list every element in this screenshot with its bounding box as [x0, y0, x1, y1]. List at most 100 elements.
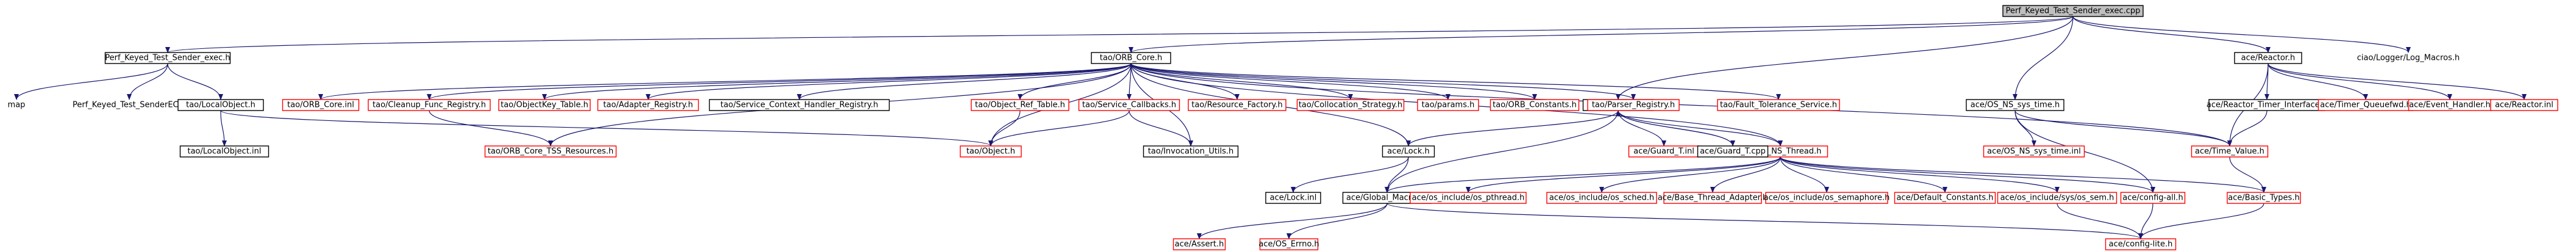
edge-os_ns_sys_time_h-to-time_value: [2014, 110, 2232, 147]
node-label: ace/os_include/os_pthread.h: [1412, 194, 1525, 203]
node-basic-types[interactable]: ace/Basic_Types.h: [2227, 192, 2301, 204]
node-config-all[interactable]: ace/config-all.h: [2120, 192, 2186, 204]
node-label: ace/Guard_T.inl: [1633, 147, 1694, 156]
node-label: ace/Timer_Queuefwd.h: [2320, 101, 2411, 110]
edge-orb_core_h-to-parser_registry: [1130, 63, 1636, 100]
node-box: [2490, 99, 2558, 111]
node-collocation-strategy[interactable]: tao/Collocation_Strategy.h: [1296, 99, 1405, 111]
node-reactor-inl[interactable]: ace/Reactor.inl: [2490, 99, 2558, 111]
node-os-ns-sys-time-inl[interactable]: ace/OS_NS_sys_time.inl: [1983, 145, 2085, 158]
node-root[interactable]: Perf_Keyed_Test_Sender_exec.cpp: [2002, 5, 2144, 17]
node-timer-queuefwd[interactable]: ace/Timer_Queuefwd.h: [2317, 99, 2414, 111]
node-sys-os-sem[interactable]: ace/os_include/sys/os_sem.h: [1997, 192, 2118, 204]
edge-os_ns_thread-to-default_constants: [1780, 156, 1947, 193]
edge-orb_core_h-to-objectkey_table: [542, 63, 1132, 100]
edge-guard_t_cpp-to-guard_t_h: [1616, 110, 1733, 147]
node-orb-core-tss[interactable]: tao/ORB_Core_TSS_Resources.h: [484, 145, 617, 158]
node-adapter-registry[interactable]: tao/Adapter_Registry.h: [597, 99, 699, 111]
node-label: ace/Reactor.inl: [2495, 101, 2553, 110]
node-fault-tolerance[interactable]: tao/Fault_Tolerance_Service.h: [1717, 99, 1840, 111]
edge-config_all-to-config_lite: [2138, 203, 2153, 239]
node-box: [177, 99, 264, 111]
edge-basic_types-to-config_lite: [2138, 203, 2264, 239]
edge-root-to-guard_t_h: [1616, 16, 2074, 100]
node-orb-constants[interactable]: tao/ORB_Constants.h: [1490, 99, 1580, 111]
node-log-macros: ciao/Logger/Log_Macros.h: [2357, 54, 2460, 63]
node-layer: Perf_Keyed_Test_Sender_exec.cppPerf_Keye…: [8, 5, 2558, 250]
node-guard-t-inl[interactable]: ace/Guard_T.inl: [1628, 145, 1700, 158]
node-service-context[interactable]: tao/Service_Context_Handler_Registry.h: [708, 99, 890, 111]
node-label: ace/config-lite.h: [2109, 240, 2173, 249]
node-config-lite[interactable]: ace/config-lite.h: [2105, 238, 2177, 250]
node-label: ace/os_include/sys/os_sem.h: [2000, 194, 2114, 203]
node-box: [179, 145, 269, 158]
node-local-object-h[interactable]: tao/LocalObject.h: [177, 99, 264, 111]
node-os-ns-sys-time-h[interactable]: ace/OS_NS_sys_time.h: [1966, 99, 2064, 111]
node-local-object-inl[interactable]: tao/LocalObject.inl: [179, 145, 269, 158]
node-resource-factory[interactable]: tao/Resource_Factory.h: [1188, 99, 1286, 111]
node-event-handler[interactable]: ace/Event_Handler.h: [2408, 99, 2492, 111]
node-os-semaphore[interactable]: ace/os_include/os_semaphore.h: [1764, 192, 1890, 204]
node-label: ace/Assert.h: [1175, 240, 1224, 249]
node-tao-object-h[interactable]: tao/Object.h: [960, 145, 1022, 158]
node-box: [1296, 99, 1405, 111]
node-invocation-utils[interactable]: tao/Invocation_Utils.h: [1143, 145, 1239, 158]
node-sender-exec-h[interactable]: Perf_Keyed_Test_Sender_exec.h: [104, 52, 231, 64]
node-label: ace/os_include/os_sched.h: [1549, 194, 1654, 203]
node-reactor-timer[interactable]: ace/Reactor_Timer_Interface.h: [2207, 99, 2327, 111]
edge-orb_core_h-to-adapter_registry: [646, 63, 1132, 100]
node-label: Perf_Keyed_Test_Sender_exec.h: [105, 54, 230, 63]
node-label: ace/Default_Constants.h: [1896, 194, 1993, 203]
node-service-callbacks[interactable]: tao/Service_Callbacks.h: [1078, 99, 1180, 111]
node-cleanup-func[interactable]: tao/Cleanup_Func_Registry.h: [368, 99, 491, 111]
node-box: [1265, 192, 1321, 204]
edge-guard_t_h-to-global_macros: [1385, 110, 1619, 193]
edge-sender_exec_h-to-map: [14, 63, 168, 100]
edge-os_ns_thread-to-base_thread_adapter: [1710, 156, 1781, 193]
node-map: map: [8, 101, 26, 110]
node-default-constants[interactable]: ace/Default_Constants.h: [1894, 192, 1996, 204]
edge-reactor_h-to-event_handler: [2267, 63, 2452, 100]
node-box: [1587, 99, 1680, 111]
node-box: [1259, 238, 1319, 250]
node-global-macros[interactable]: ace/Global_Macros.h: [1342, 192, 1432, 204]
node-label: tao/ORB_Constants.h: [1493, 101, 1577, 110]
node-box: [2105, 238, 2177, 250]
node-guard-t-cpp[interactable]: ace/Guard_T.cpp: [1697, 145, 1769, 158]
node-params-h[interactable]: tao/params.h: [1417, 99, 1479, 111]
node-lock-h[interactable]: ace/Lock.h: [1382, 145, 1435, 158]
node-label: ace/Lock.inl: [1270, 194, 1317, 203]
node-box: [1546, 192, 1657, 204]
node-os-pthread[interactable]: ace/os_include/os_pthread.h: [1410, 192, 1527, 204]
node-assert-h[interactable]: ace/Assert.h: [1172, 238, 1226, 250]
edge-global_macros-to-assert_h: [1197, 203, 1388, 239]
node-parser-registry[interactable]: tao/Parser_Registry.h: [1587, 99, 1680, 111]
node-base-thread-adapter[interactable]: ace/Base_Thread_Adapter.h: [1658, 192, 1768, 204]
node-label: tao/Service_Callbacks.h: [1082, 101, 1176, 110]
node-lock-inl[interactable]: ace/Lock.inl: [1265, 192, 1321, 204]
edge-orb_core_h-to-orb_core_inl: [318, 63, 1132, 100]
node-os-errno[interactable]: ace/OS_Errno.h: [1258, 238, 1319, 250]
edge-local_object_h-to-local_object_inl: [220, 110, 227, 147]
node-label: ace/Reactor.h: [2241, 54, 2296, 63]
node-label: Perf_Keyed_Test_SenderEC.h: [73, 101, 186, 110]
edge-os_ns_thread-to-global_macros: [1385, 156, 1781, 193]
node-reactor-h[interactable]: ace/Reactor.h: [2234, 52, 2302, 64]
edge-os_ns_thread-to-config_all: [1780, 156, 2155, 193]
edge-lock_h-to-lock_inl: [1291, 156, 1409, 193]
node-orb-core-inl[interactable]: tao/ORB_Core.inl: [282, 99, 360, 111]
node-object-ref-table[interactable]: tao/Object_Ref_Table.h: [971, 99, 1069, 111]
node-box: [1983, 145, 2085, 158]
node-objectkey-table[interactable]: tao/ObjectKey_Table.h: [498, 99, 591, 111]
node-box: [484, 145, 617, 158]
node-box: [1663, 192, 1762, 204]
node-label: tao/Object_Ref_Table.h: [975, 101, 1065, 110]
node-box: [2002, 5, 2144, 17]
node-orb-core-h[interactable]: tao/ORB_Core.h: [1091, 52, 1171, 64]
edge-cleanup_func-to-orb_core_tss: [429, 110, 553, 147]
node-box: [2120, 192, 2186, 204]
node-box: [2234, 52, 2302, 64]
edge-global_macros-to-config_lite: [1386, 203, 2143, 239]
node-os-sched[interactable]: ace/os_include/os_sched.h: [1546, 192, 1657, 204]
node-time-value[interactable]: ace/Time_Value.h: [2191, 145, 2269, 158]
